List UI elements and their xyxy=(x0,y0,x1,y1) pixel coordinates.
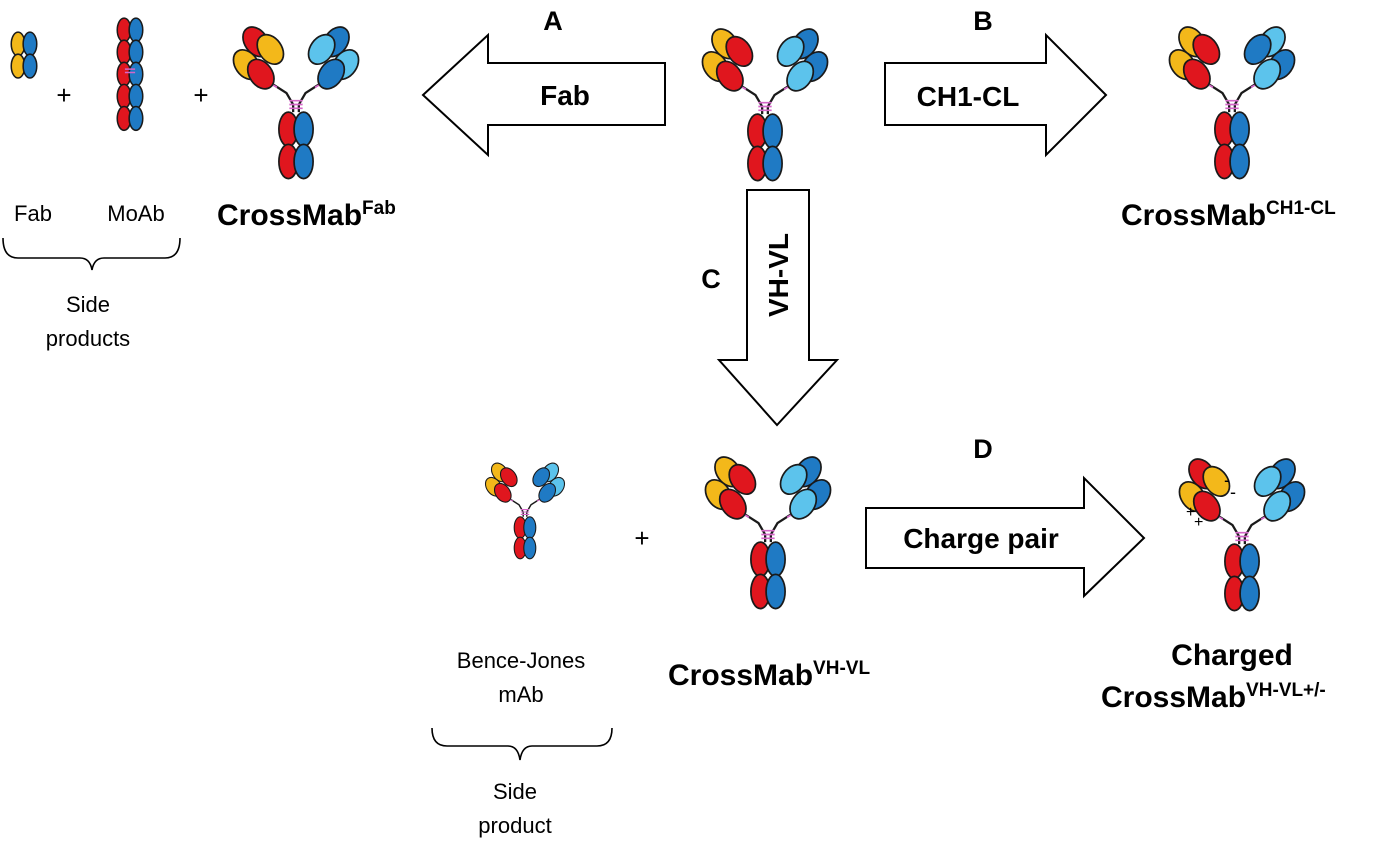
arrow-d xyxy=(865,475,1146,599)
label-bence-jones-1: Bence-Jones xyxy=(457,648,585,673)
label-side-product-2: product xyxy=(478,813,551,838)
brace-side-product xyxy=(431,727,613,761)
label-side-products-1: Side xyxy=(66,292,110,317)
arrow-c xyxy=(716,189,840,427)
antibody-crossmab-ch1cl xyxy=(1168,26,1296,180)
label-moab: MoAb xyxy=(107,201,164,226)
step-letter-c: C xyxy=(701,264,721,294)
label-charged-crossmab: CrossMabVH-VL+/- xyxy=(1101,680,1326,714)
fab-fragment xyxy=(10,31,38,79)
arrow-b xyxy=(884,32,1108,158)
arrow-label-charge-pair: Charge pair xyxy=(903,523,1059,554)
label-bence-jones-2: mAb xyxy=(498,682,543,707)
label-crossmab-vhvl: CrossMabVH-VL xyxy=(668,658,870,692)
antibody-charged-crossmab xyxy=(1178,458,1306,612)
label-charged: Charged xyxy=(1171,639,1293,672)
step-letter-d: D xyxy=(973,434,993,464)
label-side-products-2: products xyxy=(46,326,130,351)
charge-minus-1: - xyxy=(1224,470,1230,490)
charge-plus-2: + xyxy=(1194,514,1203,531)
plus-sign-3: + xyxy=(634,523,649,553)
label-side-product-1: Side xyxy=(493,779,537,804)
arrow-label-fab: Fab xyxy=(540,80,590,111)
plus-sign-1: + xyxy=(56,80,71,110)
label-fab: Fab xyxy=(14,201,52,226)
brace-side-products xyxy=(2,237,181,271)
antibody-bence-jones xyxy=(484,462,566,560)
label-crossmab-fab: CrossMabFab xyxy=(217,198,396,232)
label-crossmab-ch1cl: CrossMabCH1-CL xyxy=(1121,198,1336,232)
plus-sign-2: + xyxy=(193,80,208,110)
arrow-label-vhvl: VH-VL xyxy=(763,233,794,317)
arrow-a xyxy=(421,32,666,158)
antibody-parent xyxy=(701,28,829,182)
step-letter-a: A xyxy=(543,6,563,36)
charge-minus-2: - xyxy=(1230,482,1236,502)
antibody-crossmab-fab xyxy=(232,26,360,180)
arrow-label-ch1cl: CH1-CL xyxy=(917,81,1020,112)
antibody-crossmab-vhvl xyxy=(704,456,832,610)
moab-fragment xyxy=(116,17,144,132)
step-letter-b: B xyxy=(973,6,993,36)
charge-plus-1: + xyxy=(1186,504,1195,521)
